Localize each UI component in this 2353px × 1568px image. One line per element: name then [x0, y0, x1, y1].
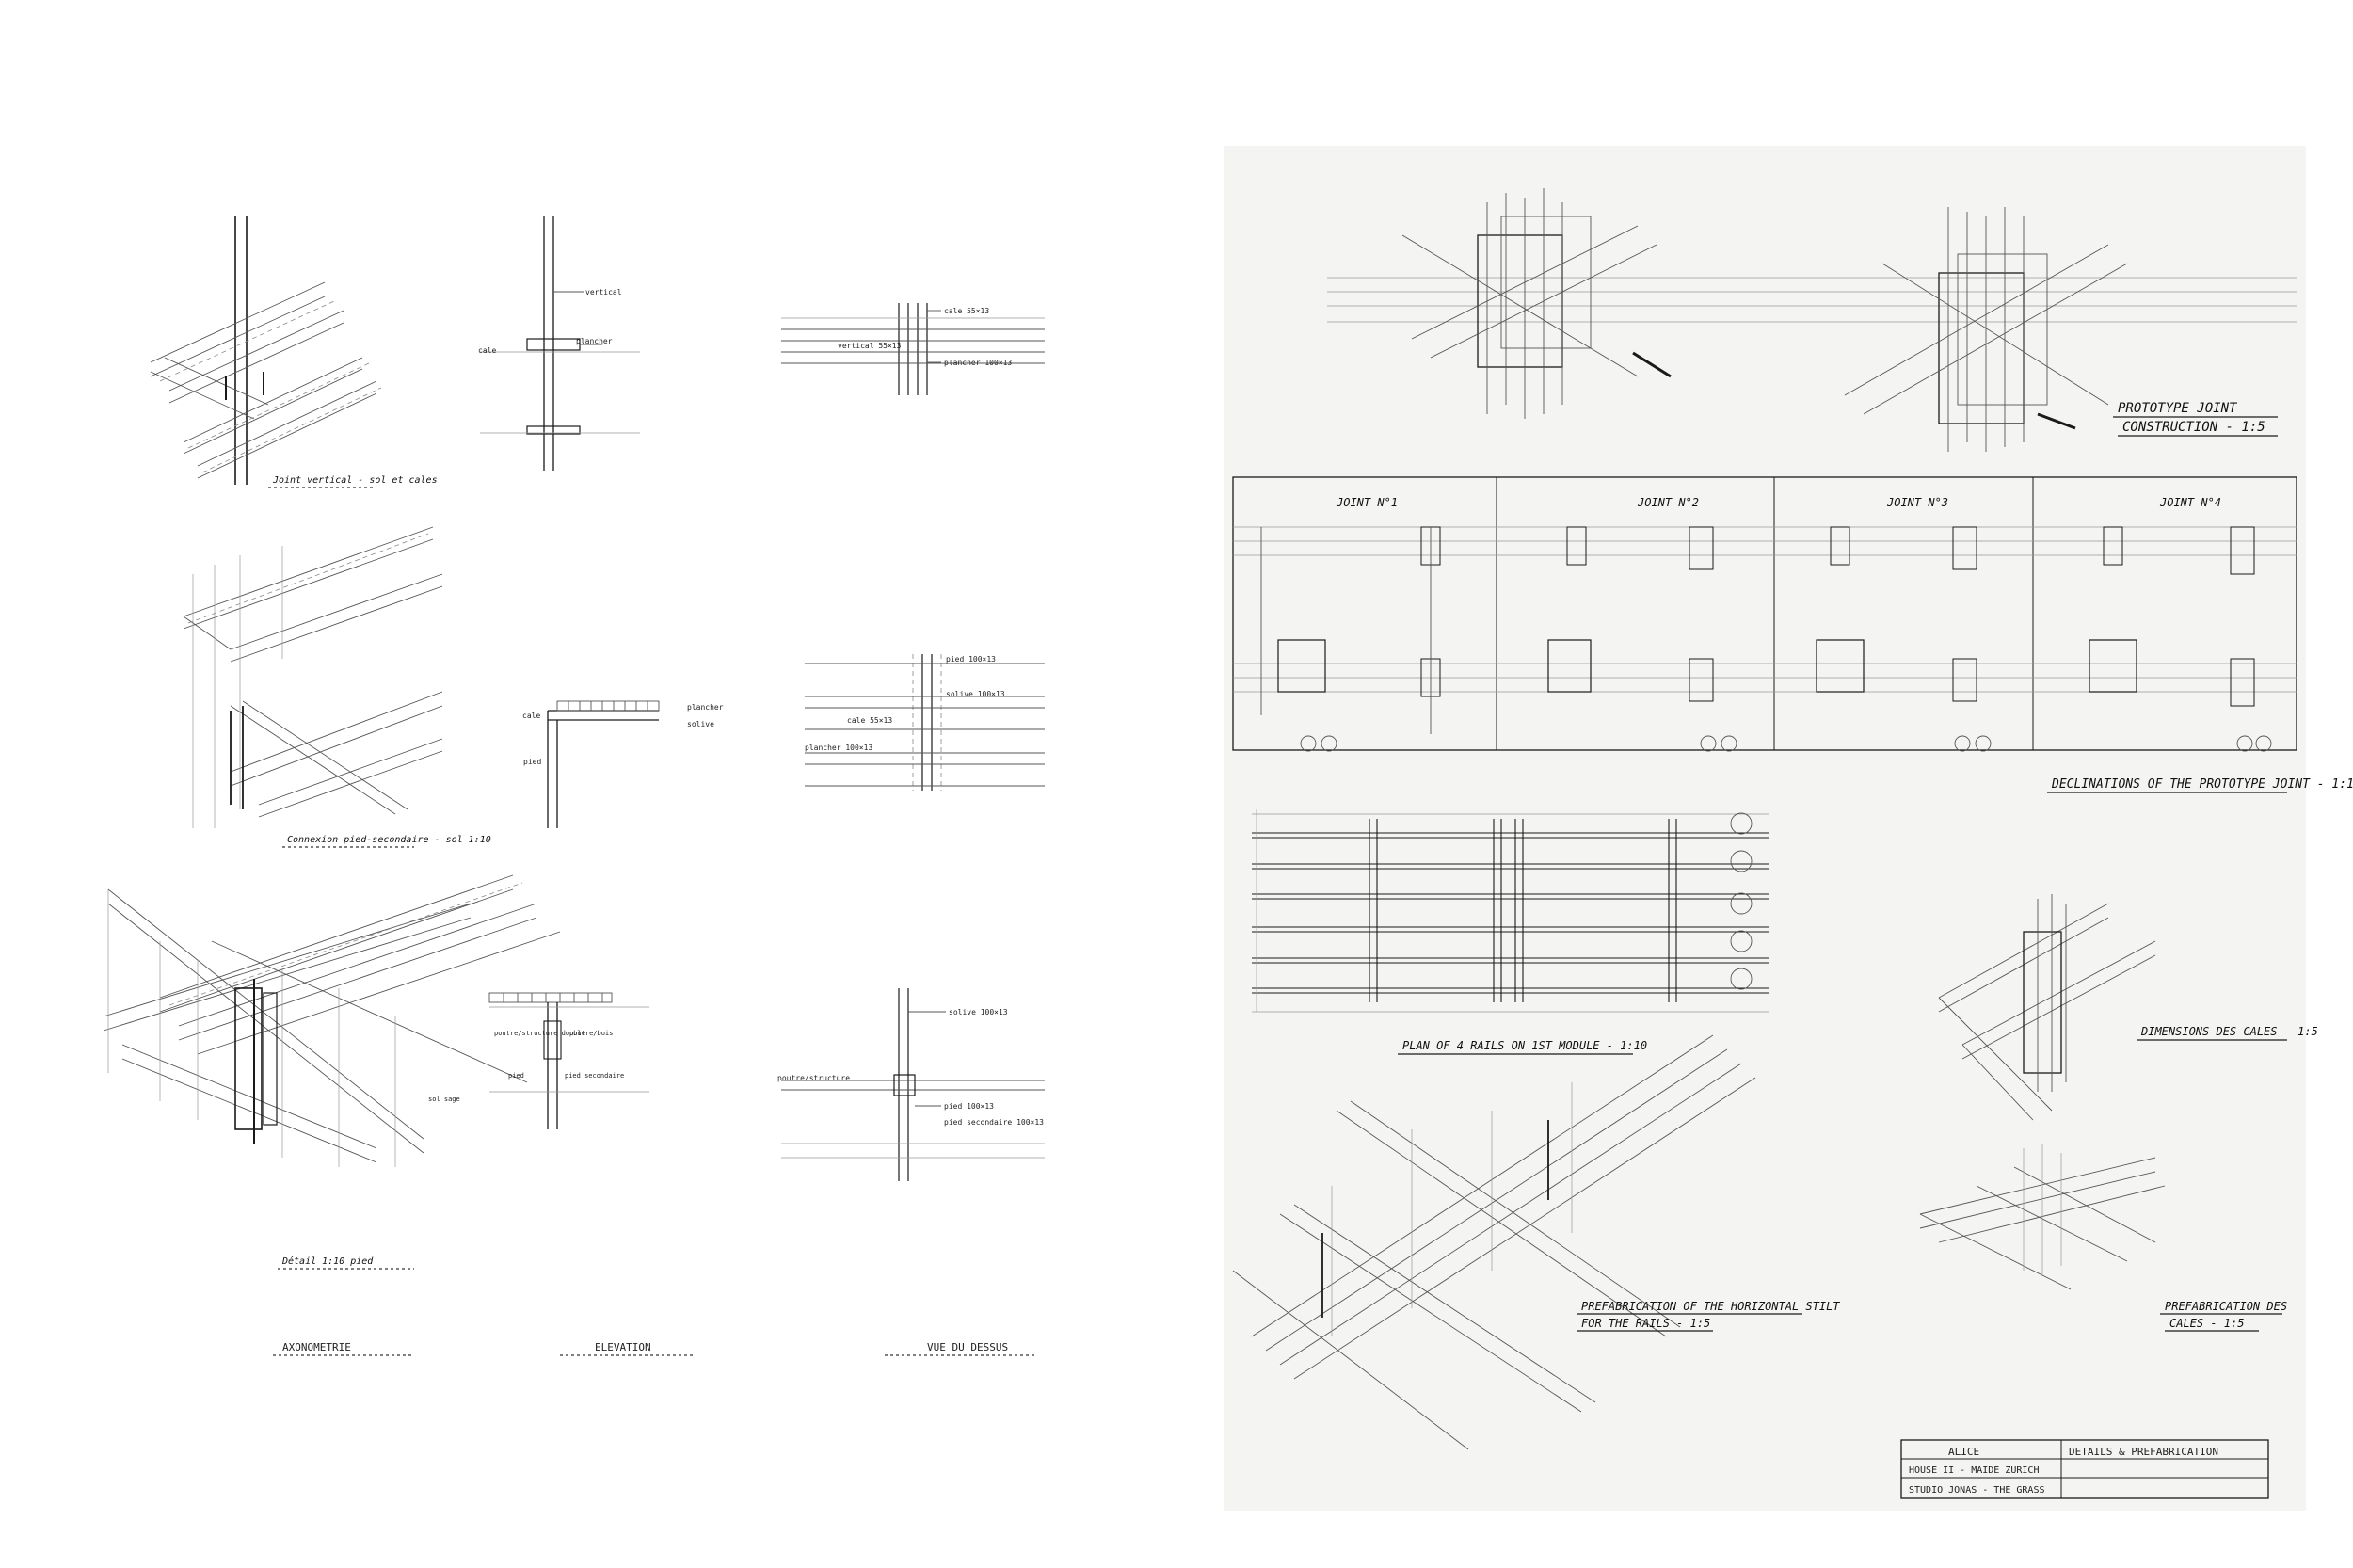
title-block-studio: STUDIO JONAS - THE GRASS [1909, 1485, 2045, 1496]
label-top3-solive: solive 100×13 [949, 1008, 1008, 1016]
title-prefab-cales-2: CALES - 1:5 [2169, 1317, 2244, 1330]
label-el3-poutre-bois: poutre/bois [569, 1030, 613, 1037]
label-top3-pied-secondaire: pied secondaire 100×13 [944, 1118, 1044, 1127]
label-top3-poutre: poutre/structure [777, 1074, 850, 1082]
label-el2-pied: pied [523, 758, 541, 766]
declinations-frame [1232, 476, 2297, 752]
title-block-project: HOUSE II - MAIDE ZURICH [1909, 1465, 2039, 1476]
joint-label-2: JOINT N°2 [1637, 496, 1699, 509]
stilt-prefab-drawing [1232, 1034, 1756, 1450]
label-plancher: plancher [576, 337, 613, 345]
top-view-3-drawing [781, 988, 1045, 1181]
label-el3-poutre-double: poutre/structure double [494, 1030, 585, 1037]
top-view-2-drawing [805, 654, 1045, 791]
prototype-joint-drawing [1327, 188, 2297, 452]
label-top1-cale: cale 55×13 [944, 307, 989, 315]
view-title-vue-dessus: VUE DU DESSUS [927, 1341, 1008, 1353]
right-sheet-paper [1224, 146, 2306, 1511]
joint-label-3: JOINT N°3 [1886, 496, 1948, 509]
cales-prefab-drawing [1919, 1144, 2166, 1290]
right-sheet: PROTOTYPE JOINT CONSTRUCTION - 1:5 [1232, 188, 2353, 1499]
title-rails-plan: PLAN OF 4 RAILS ON 1ST MODULE - 1:10 [1402, 1039, 1647, 1052]
label-top2-solive: solive 100×13 [946, 690, 1005, 698]
label-top3-pied: pied 100×13 [944, 1102, 994, 1111]
label-el2-cale: cale [522, 712, 540, 720]
label-vertical: vertical [585, 288, 622, 296]
view-title-axonometrie: AXONOMETRIE [282, 1341, 351, 1353]
label-el2-solive: solive [687, 720, 714, 728]
axo-connexion-drawing [183, 526, 443, 828]
elevation-2-drawing [547, 700, 660, 828]
label-top2-plancher: plancher 100×13 [805, 744, 872, 752]
title-block-sheet-title: DETAILS & PREFABRICATION [2069, 1446, 2218, 1458]
elevation-1-drawing [480, 216, 640, 471]
label-top2-cale: cale 55×13 [847, 716, 892, 725]
joint-label-4: JOINT N°4 [2159, 496, 2221, 509]
title-declinations: DECLINATIONS OF THE PROTOTYPE JOINT - 1:… [2051, 777, 2353, 792]
caption-detail: Détail 1:10 pied [281, 1256, 374, 1267]
title-block [1900, 1439, 2269, 1499]
label-top2-pied: pied 100×13 [946, 655, 996, 664]
title-prefab-stilt-2: FOR THE RAILS - 1:5 [1581, 1317, 1710, 1330]
top-view-1-drawing [781, 303, 1045, 395]
title-prefab-cales-1: PREFABRICATION DES [2165, 1300, 2287, 1313]
caption-connexion: Connexion pied-secondaire - sol 1:10 [287, 835, 491, 845]
title-dimensions: DIMENSIONS DES CALES - 1:5 [2140, 1025, 2318, 1038]
label-el2-plancher: plancher [687, 703, 724, 712]
label-el3-pied: pied [508, 1072, 524, 1080]
view-title-elevation: ELEVATION [595, 1341, 651, 1353]
elevation-3-drawing [488, 992, 649, 1129]
axo-joint-drawing [150, 216, 382, 485]
label-cale: cale [478, 346, 496, 355]
axo-detail-drawing [103, 874, 561, 1167]
title-block-name: ALICE [1948, 1446, 1979, 1458]
title-prototype-1: PROTOTYPE JOINT [2118, 401, 2238, 416]
rails-plan-drawing [1252, 809, 1769, 1013]
title-prefab-stilt-1: PREFABRICATION OF THE HORIZONTAL STILT [1581, 1300, 1840, 1313]
left-sheet: Joint vertical - sol et cales vertical c… [103, 216, 1045, 1356]
label-el3-pied-secondaire: pied secondaire [565, 1072, 624, 1080]
label-top1-vertical: vertical 55×13 [838, 342, 902, 350]
joint-label-1: JOINT N°1 [1336, 496, 1398, 509]
label-el3-sol: sol sage [428, 1096, 460, 1103]
title-prototype-2: CONSTRUCTION - 1:5 [2122, 420, 2265, 435]
label-top1-plancher: plancher 100×13 [944, 359, 1012, 367]
caption-joint: Joint vertical - sol et cales [272, 475, 438, 486]
cales-dimensions-drawing [1938, 894, 2156, 1121]
